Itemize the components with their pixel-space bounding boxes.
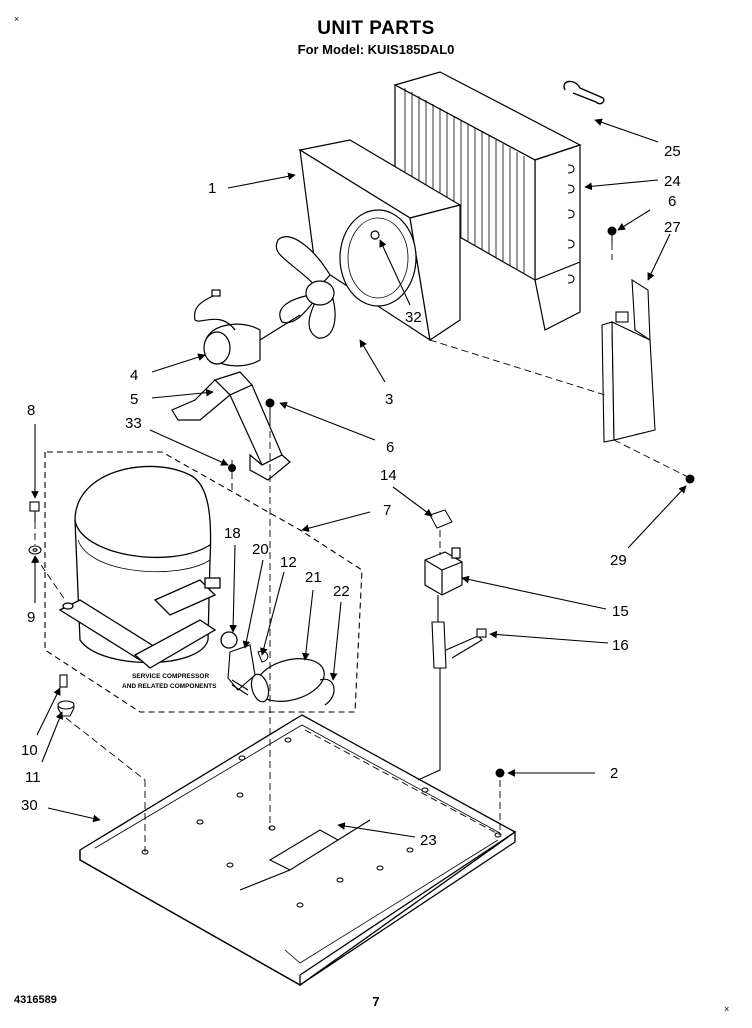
drier-23 <box>239 819 371 891</box>
callout-16: 16 <box>612 637 629 654</box>
callout-12: 12 <box>280 554 297 571</box>
callout-11: 11 <box>25 769 41 786</box>
callout-25: 25 <box>664 143 681 160</box>
capacitor <box>250 658 335 706</box>
thermostat-bracket-14 <box>429 509 453 529</box>
note-line-2: AND RELATED COMPONENTS <box>122 683 217 690</box>
callout-10: 10 <box>21 742 38 759</box>
callout-32: 32 <box>405 309 422 326</box>
compressor-mount-hardware <box>28 501 75 717</box>
callout-7: 7 <box>383 502 391 519</box>
callout-24: 24 <box>664 173 681 190</box>
callout-6-upper: 6 <box>668 193 676 210</box>
motor-bracket <box>171 371 291 481</box>
overload-relay <box>227 644 256 696</box>
callout-29: 29 <box>610 552 627 569</box>
compressor-components-outline <box>44 451 363 713</box>
callout-4: 4 <box>130 367 138 384</box>
condenser <box>393 71 582 331</box>
strainer-16 <box>431 621 487 669</box>
callout-30: 30 <box>21 797 38 814</box>
callout-23: 23 <box>420 832 437 849</box>
tube-clip <box>563 80 605 105</box>
solenoid-valve <box>424 547 463 596</box>
condenser-bracket <box>601 278 656 443</box>
callout-22: 22 <box>333 583 350 600</box>
callout-33: 33 <box>125 415 142 432</box>
page-title: UNIT PARTS <box>317 18 435 39</box>
callout-20: 20 <box>252 541 269 558</box>
callout-3: 3 <box>385 391 393 408</box>
fan-motor <box>193 289 301 367</box>
callout-18: 18 <box>224 525 241 542</box>
refrigerant-line <box>417 595 441 781</box>
callout-27: 27 <box>664 219 681 236</box>
callout-21: 21 <box>305 569 322 586</box>
callout-15: 15 <box>612 603 629 620</box>
callout-leaders <box>31 118 687 838</box>
callout-5: 5 <box>130 391 138 408</box>
model-subtitle: For Model: KUIS185DAL0 <box>297 42 455 57</box>
document-number: 4316589 <box>14 994 57 1006</box>
note-line-1: SERVICE COMPRESSOR <box>132 673 209 680</box>
page-number: 7 <box>372 994 380 1009</box>
callout-6-lower: 6 <box>386 439 394 456</box>
fan-shroud <box>298 139 462 342</box>
corner-mark-bottom-right: × <box>724 1004 730 1014</box>
callout-1: 1 <box>208 180 216 197</box>
callout-8: 8 <box>27 402 35 419</box>
fan-blade <box>275 236 336 339</box>
corner-mark-top-left: × <box>14 14 20 24</box>
callout-9: 9 <box>27 609 35 626</box>
callout-2: 2 <box>610 765 618 782</box>
callout-14: 14 <box>380 467 397 484</box>
compressor <box>58 465 238 669</box>
